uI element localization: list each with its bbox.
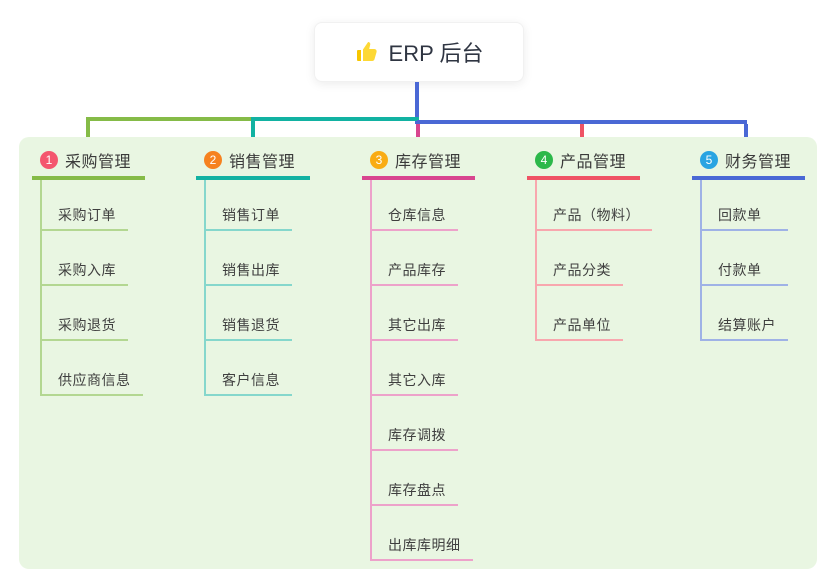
branch-number-badge: 3 bbox=[370, 151, 388, 169]
branch-underline bbox=[362, 176, 475, 180]
node-sales-return[interactable]: 销售退货 bbox=[206, 286, 292, 341]
branch-title: 财务管理 bbox=[725, 154, 792, 171]
branch-sales-items: 销售订单 销售出库 销售退货 客户信息 bbox=[204, 180, 292, 396]
branch-finance-items: 回款单 付款单 结算账户 bbox=[700, 180, 788, 341]
branch-number-badge: 1 bbox=[40, 151, 58, 169]
branch-sales[interactable]: 2 销售管理 bbox=[196, 146, 310, 180]
branch-finance[interactable]: 5 财务管理 bbox=[692, 146, 805, 180]
node-payment-bill[interactable]: 付款单 bbox=[702, 231, 788, 286]
node-sales-order[interactable]: 销售订单 bbox=[206, 180, 292, 231]
connector-drop-branch-1 bbox=[86, 117, 90, 144]
node-customer-info[interactable]: 客户信息 bbox=[206, 341, 292, 396]
node-other-outbound[interactable]: 其它出库 bbox=[372, 286, 458, 341]
branch-purchase[interactable]: 1 采购管理 bbox=[32, 146, 145, 180]
connector-bar-branch-2 bbox=[253, 117, 419, 121]
node-settlement-account[interactable]: 结算账户 bbox=[702, 286, 788, 341]
node-warehouse-info[interactable]: 仓库信息 bbox=[372, 180, 458, 231]
branch-inventory[interactable]: 3 库存管理 bbox=[362, 146, 475, 180]
root-node[interactable]: ERP 后台 bbox=[314, 22, 524, 82]
node-receipt-bill[interactable]: 回款单 bbox=[702, 180, 788, 231]
branch-underline bbox=[196, 176, 310, 180]
connector-drop-branch-5 bbox=[744, 124, 748, 142]
branch-number-badge: 2 bbox=[204, 151, 222, 169]
branch-underline bbox=[32, 176, 145, 180]
branch-purchase-items: 采购订单 采购入库 采购退货 供应商信息 bbox=[40, 180, 143, 396]
root-title: ERP 后台 bbox=[388, 41, 484, 66]
node-product-material[interactable]: 产品（物料） bbox=[537, 180, 652, 231]
branch-title: 库存管理 bbox=[395, 154, 462, 171]
node-product-stock[interactable]: 产品库存 bbox=[372, 231, 458, 286]
branch-underline bbox=[692, 176, 805, 180]
branch-product[interactable]: 4 产品管理 bbox=[527, 146, 640, 180]
thumbs-up-icon bbox=[355, 40, 379, 64]
connector-bar-branch-4-5 bbox=[417, 120, 747, 124]
node-purchase-return[interactable]: 采购退货 bbox=[42, 286, 128, 341]
branch-underline bbox=[527, 176, 640, 180]
node-product-category[interactable]: 产品分类 bbox=[537, 231, 623, 286]
node-other-inbound[interactable]: 其它入库 bbox=[372, 341, 458, 396]
node-purchase-order[interactable]: 采购订单 bbox=[42, 180, 128, 231]
node-stock-count[interactable]: 库存盘点 bbox=[372, 451, 458, 506]
connector-trunk bbox=[415, 82, 419, 124]
branch-title: 产品管理 bbox=[560, 154, 627, 171]
connector-drop-branch-2 bbox=[251, 117, 255, 144]
node-product-unit[interactable]: 产品单位 bbox=[537, 286, 623, 341]
branch-inventory-items: 仓库信息 产品库存 其它出库 其它入库 库存调拨 库存盘点 出库库明细 bbox=[370, 180, 473, 561]
branch-number-badge: 4 bbox=[535, 151, 553, 169]
branch-product-items: 产品（物料） 产品分类 产品单位 bbox=[535, 180, 652, 341]
branch-number-badge: 5 bbox=[700, 151, 718, 169]
node-supplier-info[interactable]: 供应商信息 bbox=[42, 341, 143, 396]
branch-title: 销售管理 bbox=[229, 154, 296, 171]
node-sales-outbound[interactable]: 销售出库 bbox=[206, 231, 292, 286]
node-outbound-detail[interactable]: 出库库明细 bbox=[372, 506, 473, 561]
connector-drop-branch-3 bbox=[416, 124, 420, 146]
connector-bar-branch-1 bbox=[86, 117, 253, 121]
node-stock-transfer[interactable]: 库存调拨 bbox=[372, 396, 458, 451]
connector-drop-branch-4 bbox=[580, 124, 584, 144]
node-purchase-inbound[interactable]: 采购入库 bbox=[42, 231, 128, 286]
mindmap-panel bbox=[19, 137, 817, 569]
branch-title: 采购管理 bbox=[65, 154, 132, 171]
